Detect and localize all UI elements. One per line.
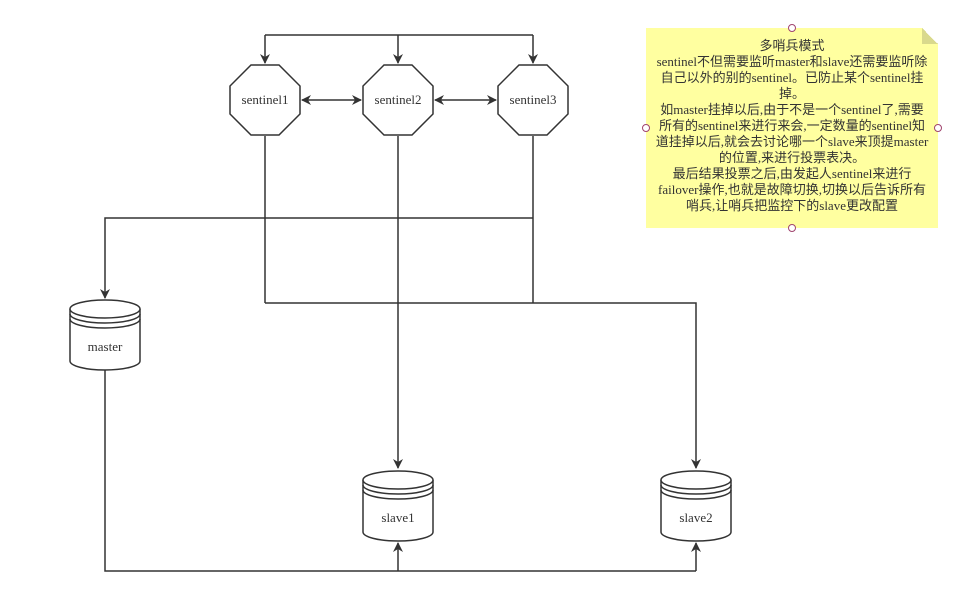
edge-master-bottom bbox=[104, 370, 696, 572]
sentinel2-node[interactable]: sentinel2 bbox=[362, 64, 434, 136]
note-handle-right[interactable] bbox=[934, 124, 942, 132]
note-handle-left[interactable] bbox=[642, 124, 650, 132]
slave1-label: slave1 bbox=[381, 510, 414, 525]
note-paragraph-1: sentinel不但需要监听master和slave还需要监听除自己以外的别的s… bbox=[656, 54, 928, 101]
sentinel3-label: sentinel3 bbox=[510, 92, 557, 107]
note-paragraph-3: 最后结果投票之后,由发起人sentinel来进行failover操作,也就是故障… bbox=[658, 166, 926, 213]
slave1-node[interactable]: slave1 bbox=[362, 470, 434, 542]
note-title: 多哨兵模式 bbox=[759, 38, 825, 53]
sentinel1-label: sentinel1 bbox=[242, 92, 289, 107]
master-node[interactable]: master bbox=[69, 299, 141, 371]
note-handle-top[interactable] bbox=[788, 24, 796, 32]
slave2-node[interactable]: slave2 bbox=[660, 470, 732, 542]
master-label: master bbox=[88, 339, 123, 354]
slave2-label: slave2 bbox=[679, 510, 712, 525]
sentinel3-node[interactable]: sentinel3 bbox=[497, 64, 569, 136]
sentinel1-node[interactable]: sentinel1 bbox=[229, 64, 301, 136]
sentinel2-label: sentinel2 bbox=[375, 92, 422, 107]
note-paragraph-2: 如master挂掉以后,由于不是一个sentinel了,需要所有的sentine… bbox=[655, 102, 929, 165]
edge-bus-to-slave2 bbox=[265, 302, 701, 469]
note-handle-bottom[interactable] bbox=[788, 224, 796, 232]
edge-bus-to-master bbox=[100, 217, 533, 299]
note-fold-corner bbox=[922, 28, 938, 44]
sticky-note[interactable]: 多哨兵模式 sentinel不但需要监听master和slave还需要监听除自己… bbox=[646, 28, 938, 228]
